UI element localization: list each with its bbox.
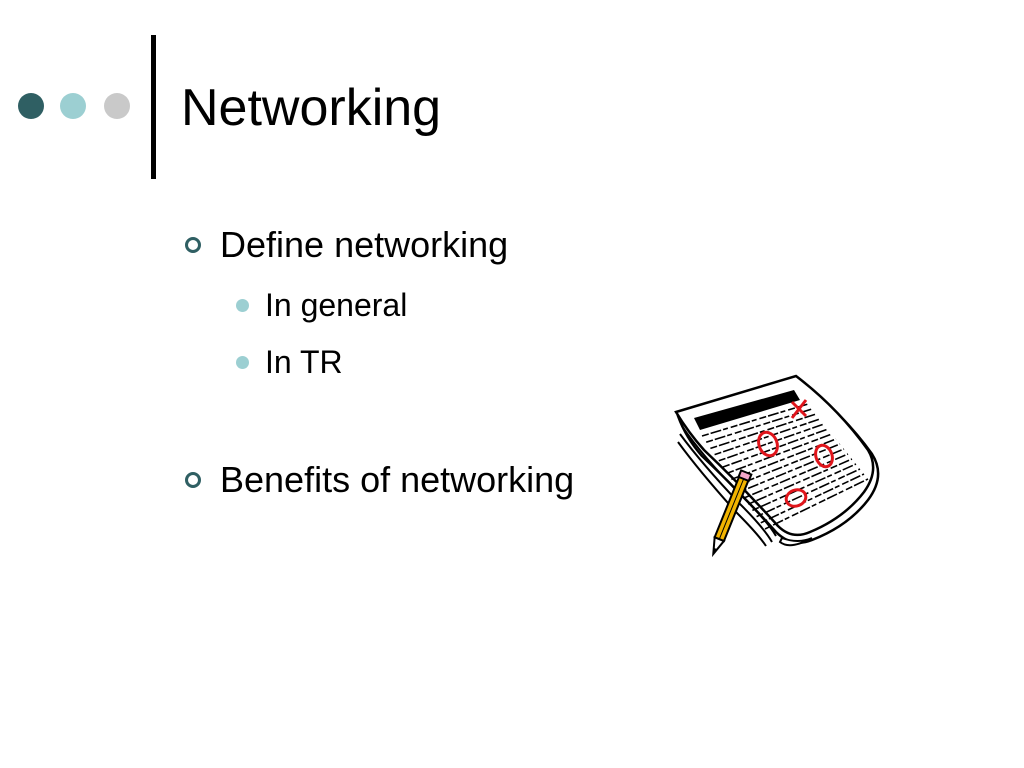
newsprint-line: [764, 478, 869, 530]
sub-bullet-in-general: In general: [236, 286, 407, 324]
newsprint-line: [739, 448, 845, 493]
newsprint-line: [710, 413, 817, 450]
ring-bullet-icon: [185, 237, 201, 253]
decor-dot-grey: [104, 93, 130, 119]
newsprint-line: [735, 443, 841, 487]
newsprint-line: [714, 418, 821, 456]
slide-title: Networking: [181, 79, 442, 137]
newsprint-line: [747, 458, 853, 505]
disc-bullet-icon: [236, 355, 249, 369]
o-mark: [784, 488, 808, 508]
ring-bullet-icon: [185, 472, 201, 488]
bullet-text: Benefits of networking: [220, 459, 575, 500]
title-divider-line: [151, 35, 156, 179]
newsprint-line: [726, 433, 833, 474]
sub-bullet-text: In general: [265, 287, 408, 323]
bullet-text: Define networking: [220, 224, 509, 265]
x-mark: [790, 399, 808, 419]
decor-dot-light: [60, 93, 86, 119]
newsprint-line: [760, 473, 865, 524]
sub-bullet-in-tr: In TR: [236, 343, 343, 381]
bullet-define-networking: Define networking: [185, 223, 508, 267]
newsprint-line: [722, 428, 829, 468]
newsprint-line: [701, 403, 809, 437]
bullet-benefits-of-networking: Benefits of networking: [185, 458, 574, 502]
newsprint-line: [756, 468, 861, 518]
decor-dot-dark: [18, 93, 44, 119]
disc-bullet-icon: [236, 298, 249, 312]
newsprint-line: [718, 423, 825, 462]
o-mark: [757, 430, 779, 458]
o-mark: [814, 443, 834, 469]
newsprint-line: [752, 463, 857, 512]
newspaper-pencil-icon: [674, 374, 880, 558]
sub-bullet-text: In TR: [265, 344, 343, 380]
